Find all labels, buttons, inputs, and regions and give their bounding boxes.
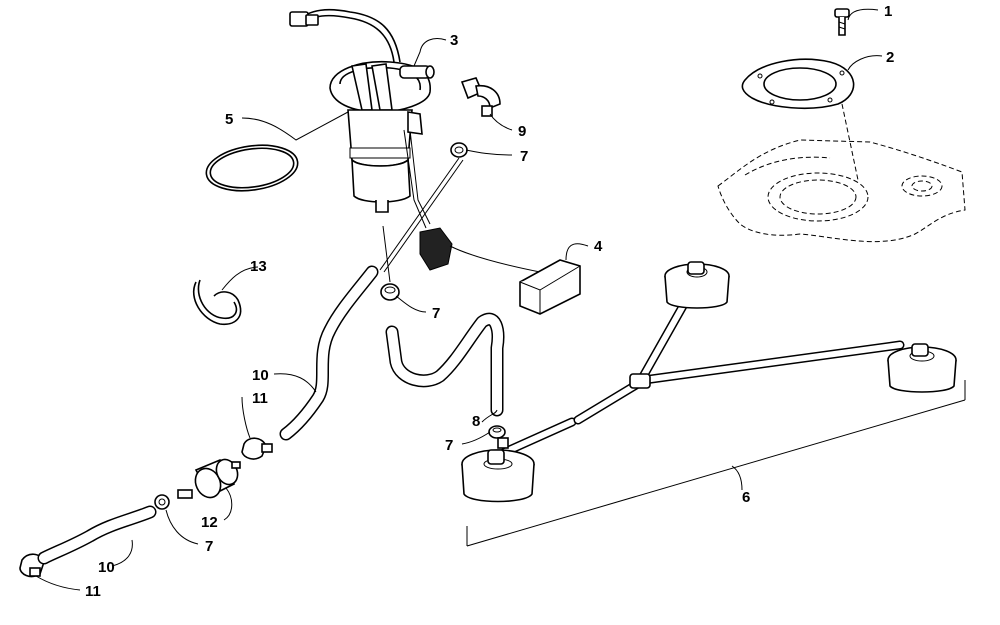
fuel-filter bbox=[177, 458, 241, 499]
callout-label: 6 bbox=[742, 489, 750, 506]
callout-label: 7 bbox=[432, 305, 440, 322]
callout-label: 7 bbox=[445, 437, 453, 454]
elbow-fitting bbox=[460, 77, 501, 117]
callout-label: 5 bbox=[225, 111, 233, 128]
fuel-hose-lower bbox=[37, 505, 157, 565]
o-ring-part bbox=[205, 144, 299, 192]
hose-clamp-upper bbox=[241, 437, 273, 460]
clamp-lower-left bbox=[154, 494, 170, 510]
callout-label: 9 bbox=[518, 123, 526, 140]
callout-label: 3 bbox=[450, 32, 458, 49]
wire-clip bbox=[193, 279, 242, 326]
clamp-upper bbox=[450, 142, 468, 158]
callout-labels: 1 2 3 4 5 6 7 7 7 7 8 9 10 10 11 11 12 1… bbox=[85, 3, 894, 600]
callout-label: 7 bbox=[520, 148, 528, 165]
callout-label: 2 bbox=[886, 49, 894, 66]
callout-label: 10 bbox=[98, 559, 115, 576]
callout-label: 10 bbox=[252, 367, 269, 384]
clamp-mid bbox=[380, 283, 400, 301]
callout-label: 11 bbox=[85, 583, 101, 600]
callout-label: 1 bbox=[884, 3, 892, 20]
leader-lines bbox=[35, 8, 883, 591]
callout-label: 12 bbox=[201, 514, 218, 531]
lock-ring-part bbox=[741, 58, 859, 181]
callout-label: 13 bbox=[250, 258, 267, 275]
clamp-lower-right bbox=[488, 425, 506, 439]
callout-label: 7 bbox=[205, 538, 213, 555]
feed-line bbox=[379, 157, 464, 283]
callout-label: 4 bbox=[594, 238, 603, 255]
callout-label: 11 bbox=[252, 390, 268, 407]
fuel-tank-outline bbox=[717, 139, 966, 243]
callout-label: 8 bbox=[472, 413, 480, 430]
screw-part bbox=[834, 8, 850, 36]
fuel-hose-upper bbox=[279, 265, 379, 441]
fuel-level-float bbox=[519, 259, 581, 315]
fuel-pickup-assembly bbox=[461, 261, 966, 547]
fuel-pump-assembly bbox=[289, 8, 541, 273]
return-hose bbox=[385, 312, 505, 417]
